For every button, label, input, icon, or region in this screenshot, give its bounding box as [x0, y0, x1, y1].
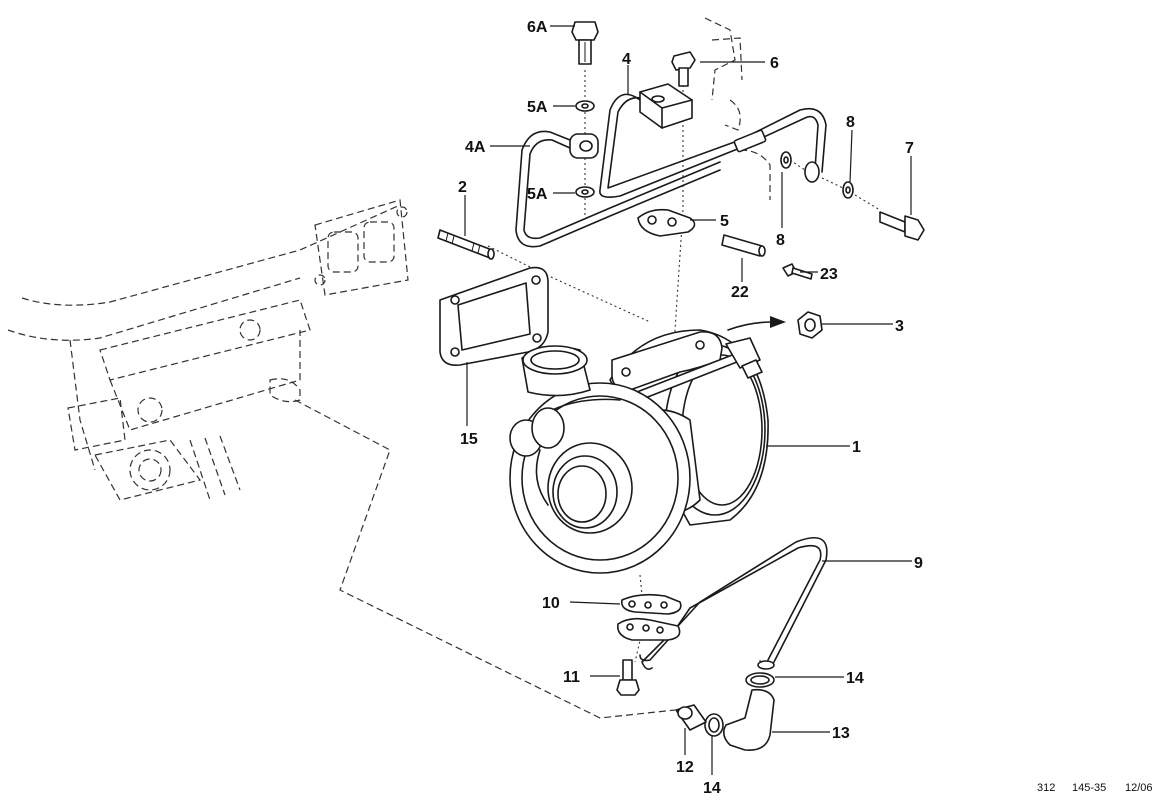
part-6A-banjo-bolt: [571, 21, 599, 65]
label-14-bottom: 14: [703, 780, 721, 797]
exhaust-manifold-outline: [7, 199, 409, 501]
part-14-clamp-right: [745, 672, 775, 688]
part-4-oil-feed-pipe: [599, 83, 827, 198]
part-9-oil-return-pipe: [616, 537, 828, 670]
label-10: 10: [542, 595, 560, 612]
label-8-upper: 8: [846, 114, 855, 131]
part-5A-washer-bottom: [575, 186, 595, 198]
label-6A: 6A: [527, 19, 548, 36]
part-10-drain-gasket: [620, 593, 682, 615]
part-5A-washer-top: [575, 100, 595, 112]
part-1-turbocharger: [509, 329, 769, 574]
label-13: 13: [832, 725, 850, 742]
reference-code-b: 145-35: [1072, 782, 1106, 794]
label-2: 2: [458, 179, 467, 196]
label-1: 1: [852, 439, 861, 456]
reference-code-a: 312: [1037, 782, 1055, 794]
reference-date: 12/06: [1125, 782, 1153, 794]
part-8-washer-upper: [842, 181, 854, 199]
label-23: 23: [820, 266, 838, 283]
label-8-lower: 8: [776, 232, 785, 249]
part-12-fitting: [675, 704, 707, 731]
label-4: 4: [622, 51, 631, 68]
label-5A-bottom: 5A: [527, 186, 548, 203]
label-14-right: 14: [846, 670, 864, 687]
label-9: 9: [914, 555, 923, 572]
part-23-bolt: [782, 263, 813, 280]
figure-reference: 312 145-35 12/06: [1037, 782, 1153, 794]
label-7: 7: [905, 140, 914, 157]
label-22: 22: [731, 284, 749, 301]
label-12: 12: [676, 759, 694, 776]
part-7-banjo-bolt: [879, 211, 925, 241]
part-4A-oil-pipe: [515, 130, 721, 248]
part-6-bolt: [671, 51, 696, 87]
part-11-bolt: [616, 659, 640, 696]
part-22-sleeve: [721, 234, 766, 257]
part-3-nut: [797, 311, 823, 339]
part-14-clamp-bottom: [704, 713, 724, 737]
label-4A: 4A: [465, 139, 486, 156]
leader-lines: [464, 25, 912, 775]
part-8-washer-lower: [780, 151, 792, 169]
part-labels: 6A 6 4 5A 4A 5A 2 5 8 8 7 22 23 3 1 15 9…: [458, 19, 923, 797]
label-15: 15: [460, 431, 478, 448]
part-5-flange-gasket: [637, 208, 696, 237]
label-3: 3: [895, 318, 904, 335]
label-11: 11: [563, 669, 580, 686]
label-6: 6: [770, 55, 779, 72]
part-15-gasket: [439, 266, 549, 367]
part-2-stud: [437, 229, 495, 260]
part-13-hose: [722, 688, 775, 752]
label-5: 5: [720, 213, 729, 230]
direction-arrow: [727, 316, 786, 331]
label-5A-top: 5A: [527, 99, 548, 116]
